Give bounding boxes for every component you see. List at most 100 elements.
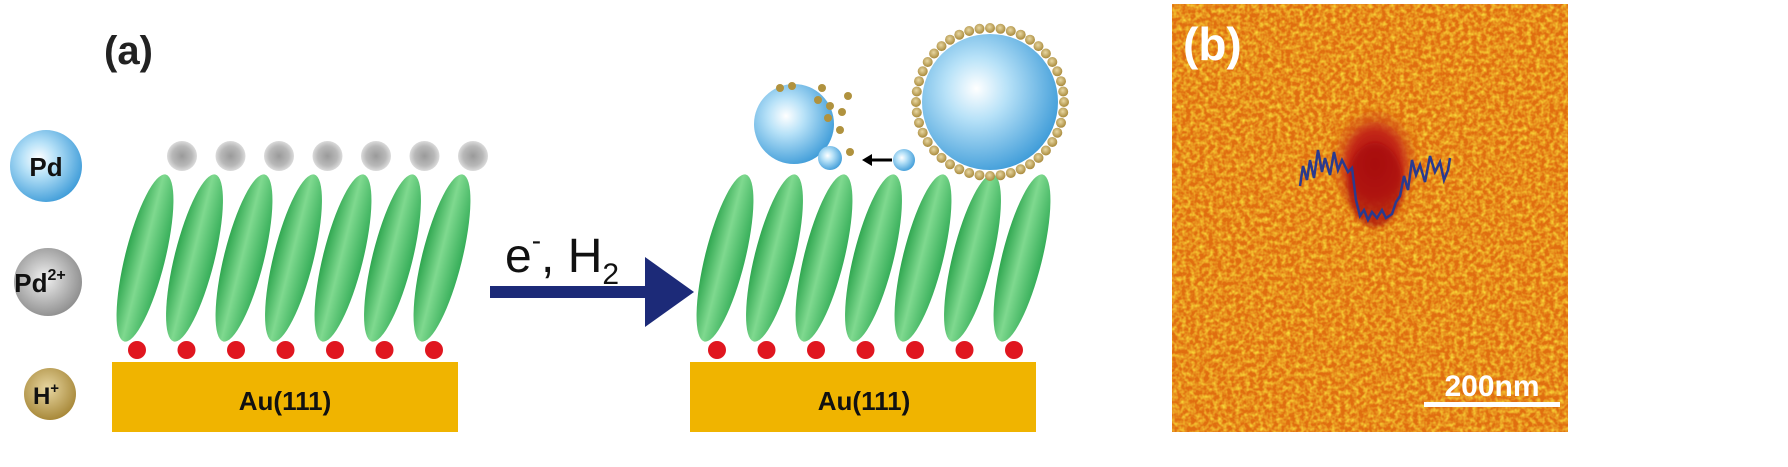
- proton-dot: [914, 117, 924, 128]
- molecule-chain: [894, 174, 952, 342]
- pd-cluster-body: [754, 84, 834, 164]
- proton-dot: [995, 23, 1006, 34]
- reaction-separator: ,: [541, 230, 568, 283]
- proton-dot: [911, 97, 921, 107]
- molecule-chain: [166, 174, 223, 342]
- anchor-dot: [375, 341, 394, 359]
- pd-ion: [215, 141, 246, 171]
- proton-dot: [954, 29, 965, 40]
- hydrogen-symbol: H: [568, 230, 603, 283]
- pd-large-particle: [911, 23, 1069, 181]
- proton-legend-circle: [24, 368, 76, 420]
- proton-dot: [1033, 152, 1044, 163]
- proton-dot: [964, 168, 975, 178]
- molecule-chain: [845, 174, 902, 342]
- legend: Pd Pd2+ H+: [10, 130, 82, 420]
- reaction-arrow: e-, H2: [490, 225, 694, 327]
- proton-dot: [1052, 127, 1063, 138]
- arrow-shaft: [490, 286, 650, 298]
- proton-dot: [1015, 164, 1026, 175]
- anchor-dot: [807, 341, 825, 359]
- pd-ion: [361, 141, 391, 171]
- molecule-chain: [265, 174, 322, 342]
- electron-charge: -: [532, 225, 541, 256]
- pd-legend-circle: [10, 130, 82, 202]
- arrow-head: [645, 257, 694, 327]
- anchor-dot: [227, 341, 245, 359]
- molecule-chain: [795, 174, 853, 342]
- pd-legend-label: Pd: [29, 152, 62, 182]
- molecule-chain: [116, 174, 174, 342]
- proton-dot: [844, 92, 852, 100]
- afm-image-panel: (b) 200nm: [1172, 4, 1568, 432]
- left-assembly: Au(111): [112, 141, 488, 432]
- proton-dot: [911, 86, 922, 97]
- proton-dot: [922, 57, 933, 67]
- proton-dot: [1005, 168, 1016, 178]
- hydrogen-subscript: 2: [602, 258, 619, 291]
- molecule-chain: [364, 174, 421, 342]
- pd-ion: [312, 141, 343, 171]
- pd-ion-symbol: Pd: [14, 268, 47, 298]
- proton-dot: [917, 66, 928, 77]
- pd-ion: [409, 141, 440, 171]
- proton-dot: [985, 23, 995, 33]
- molecule-chain: [993, 174, 1051, 342]
- proton-dot: [974, 23, 985, 34]
- pd-cluster: [754, 82, 915, 171]
- anchor-dot: [906, 341, 924, 359]
- scale-bar: [1424, 402, 1560, 407]
- pd-ion-row: [167, 141, 488, 171]
- proton-dot: [995, 170, 1006, 181]
- proton-dot: [1056, 117, 1066, 128]
- pd-ion-legend-label: Pd2+: [14, 267, 65, 298]
- anchor-dot: [708, 341, 726, 359]
- proton-dot: [1040, 48, 1051, 59]
- proton-dot: [1025, 159, 1035, 170]
- proton-dot: [846, 148, 854, 156]
- anchor-dot: [326, 341, 344, 359]
- pd-ion: [264, 141, 294, 171]
- pd-cluster-neck: [818, 146, 842, 170]
- proton-dot: [838, 108, 846, 116]
- proton-dot: [945, 34, 955, 45]
- proton-dot: [776, 84, 784, 92]
- proton-dot: [836, 126, 844, 134]
- scale-bar-label: 200nm: [1444, 370, 1539, 403]
- anchor-dot: [276, 341, 295, 359]
- proton-dot: [826, 102, 834, 110]
- proton-dot: [929, 48, 940, 59]
- height-profile-line: [1298, 149, 1452, 224]
- right-substrate-label: Au(111): [818, 386, 911, 416]
- proton-dot: [1047, 137, 1058, 147]
- left-substrate: [112, 362, 458, 432]
- reaction-conditions: e-, H2: [505, 225, 619, 291]
- proton-dot: [985, 171, 995, 181]
- anchor-dot: [856, 341, 875, 359]
- proton-legend-label: H+: [33, 380, 59, 410]
- proton-shell: [911, 23, 1069, 181]
- proton-dot: [1058, 86, 1069, 97]
- afm-depression-core: [1347, 143, 1403, 227]
- proton-dot: [954, 164, 965, 175]
- left-substrate-label: Au(111): [239, 386, 332, 416]
- pd-ion-legend-circle: [14, 248, 82, 316]
- proton-dot: [1047, 57, 1058, 67]
- proton-dot: [929, 145, 940, 156]
- anchor-dot: [177, 341, 196, 359]
- proton-dot: [1033, 41, 1044, 52]
- anchor-dot: [128, 341, 146, 359]
- proton-dot: [964, 26, 975, 36]
- panel-a-label: (a): [104, 29, 153, 73]
- pd-ion-charge: 2+: [47, 267, 65, 284]
- pd-adatom: [893, 149, 915, 171]
- molecule-chain: [746, 174, 803, 342]
- molecule-chain: [215, 174, 273, 342]
- proton-dot: [1040, 145, 1051, 156]
- proton-dot: [1005, 26, 1016, 36]
- proton-dot: [974, 170, 985, 181]
- anchor-dot: [955, 341, 974, 359]
- molecule-chain: [413, 174, 471, 342]
- proton-dot: [1056, 76, 1066, 87]
- anchor-dot: [425, 341, 443, 359]
